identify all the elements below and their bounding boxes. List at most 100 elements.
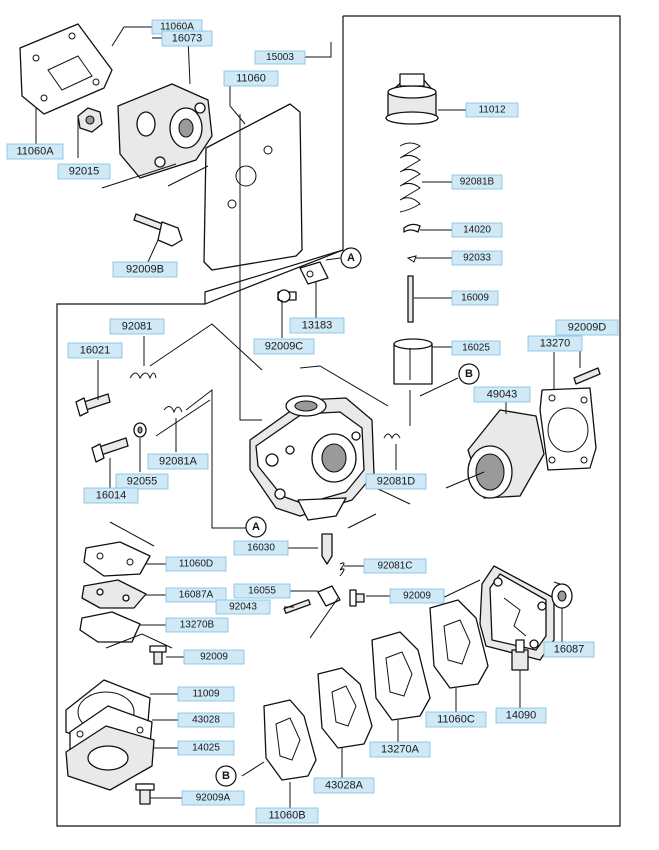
label-13183: 13183	[289, 317, 345, 334]
label-11012: 11012	[465, 102, 519, 118]
label-92055: 92055	[115, 473, 169, 490]
svg-text:16055: 16055	[248, 586, 276, 597]
screw-92009-lower	[149, 645, 167, 665]
svg-text:11060A: 11060A	[160, 22, 194, 33]
leaders-pump	[433, 579, 563, 710]
leaders-lower-left	[105, 521, 184, 658]
callout-b-bottom: B	[215, 765, 237, 787]
label-13270A: 13270A	[369, 741, 431, 758]
label-92009: 92009	[389, 588, 445, 604]
label-13270B: 13270B	[165, 617, 229, 633]
leaders-right-top	[414, 109, 466, 348]
label-14020: 14020	[451, 222, 503, 238]
screw-92009A	[135, 783, 155, 805]
svg-text:13270A: 13270A	[381, 744, 420, 756]
svg-text:16087A: 16087A	[179, 590, 214, 601]
leaders-bottom-center	[241, 688, 457, 808]
svg-text:11060B: 11060B	[268, 810, 305, 822]
svg-text:92043: 92043	[229, 602, 257, 613]
label-43028A: 43028A	[313, 777, 375, 794]
svg-text:15003: 15003	[266, 52, 294, 63]
svg-text:16021: 16021	[80, 345, 111, 357]
outer-frame	[56, 15, 621, 827]
svg-text:11012: 11012	[478, 105, 506, 116]
bracket-13183	[299, 261, 329, 285]
callout-a-top: A	[340, 247, 362, 269]
label-11060A-left: 11060A	[6, 143, 64, 160]
leaders-left-mid	[97, 323, 263, 529]
svg-text:14025: 14025	[192, 743, 220, 754]
svg-text:92081D: 92081D	[377, 476, 416, 488]
pin-92043	[283, 599, 311, 614]
label-92081: 92081	[109, 318, 165, 335]
gasket-11060	[203, 103, 303, 271]
label-92009A: 92009A	[181, 790, 245, 806]
label-11009: 11009	[177, 686, 235, 702]
screw-16021	[75, 393, 111, 417]
svg-text:92015: 92015	[69, 166, 100, 178]
label-49043: 49043	[473, 386, 531, 403]
svg-text:92081B: 92081B	[460, 177, 495, 188]
spring-92081A	[163, 406, 183, 414]
label-11060D: 11060D	[165, 556, 227, 572]
label-92009B: 92009B	[112, 261, 178, 278]
insulator-16073	[117, 83, 213, 179]
svg-text:49043: 49043	[487, 389, 518, 401]
nut-92015	[77, 107, 103, 133]
spring-92081	[129, 372, 157, 380]
svg-text:92081A: 92081A	[159, 456, 198, 468]
gasket-13270	[539, 387, 597, 471]
cap-11012	[385, 73, 439, 125]
callout-a-center: A	[245, 516, 267, 538]
needle-16030	[321, 533, 333, 565]
label-43028: 43028	[177, 712, 235, 728]
label-14025: 14025	[177, 740, 235, 756]
label-11060: 11060	[223, 70, 279, 87]
label-92081B: 92081B	[451, 174, 503, 190]
svg-text:92009: 92009	[403, 591, 431, 602]
label-11060C: 11060C	[425, 711, 487, 728]
leaders-center-lower	[284, 513, 390, 639]
svg-text:92009D: 92009D	[568, 322, 607, 334]
svg-text:B: B	[465, 368, 473, 380]
svg-text:92081: 92081	[122, 321, 153, 333]
label-92081C: 92081C	[363, 558, 427, 574]
leaders-body	[239, 114, 411, 505]
spring-92081D	[383, 433, 401, 440]
svg-text:11009: 11009	[192, 689, 220, 700]
label-92043: 92043	[215, 599, 271, 615]
svg-text:92009A: 92009A	[196, 793, 231, 804]
plate-11060D	[83, 541, 151, 577]
screw-92009D	[573, 367, 601, 385]
carburetor-body	[249, 395, 375, 521]
label-92009D: 92009D	[555, 319, 619, 336]
label-16014: 16014	[83, 487, 139, 504]
plate-16087A	[81, 579, 147, 609]
label-16025: 16025	[451, 340, 501, 356]
leaders-bottom-left	[150, 693, 182, 799]
svg-text:13270: 13270	[540, 338, 571, 350]
lever-16055	[317, 585, 341, 607]
label-92081A: 92081A	[147, 453, 209, 470]
screw-92009C	[277, 289, 297, 303]
svg-text:A: A	[252, 521, 260, 533]
svg-text:16025: 16025	[462, 343, 490, 354]
label-16055: 16055	[233, 583, 291, 599]
svg-text:92009: 92009	[200, 652, 228, 663]
svg-text:16073: 16073	[172, 33, 203, 45]
label-16087: 16087	[543, 641, 595, 658]
svg-text:13270B: 13270B	[180, 620, 215, 631]
svg-text:92033: 92033	[463, 253, 491, 264]
cover-14025	[65, 725, 155, 791]
cap-16087	[551, 583, 573, 609]
gasket-11060C	[429, 599, 489, 689]
bolt-92009B	[133, 213, 183, 247]
label-16030: 16030	[233, 540, 289, 556]
callout-b-right: B	[458, 363, 480, 385]
svg-text:11060D: 11060D	[179, 559, 213, 570]
svg-text:11060A: 11060A	[16, 146, 54, 158]
svg-text:92055: 92055	[127, 476, 158, 488]
svg-text:92009C: 92009C	[265, 341, 304, 353]
inner-frame-step	[204, 249, 344, 304]
svg-text:A: A	[347, 252, 355, 264]
